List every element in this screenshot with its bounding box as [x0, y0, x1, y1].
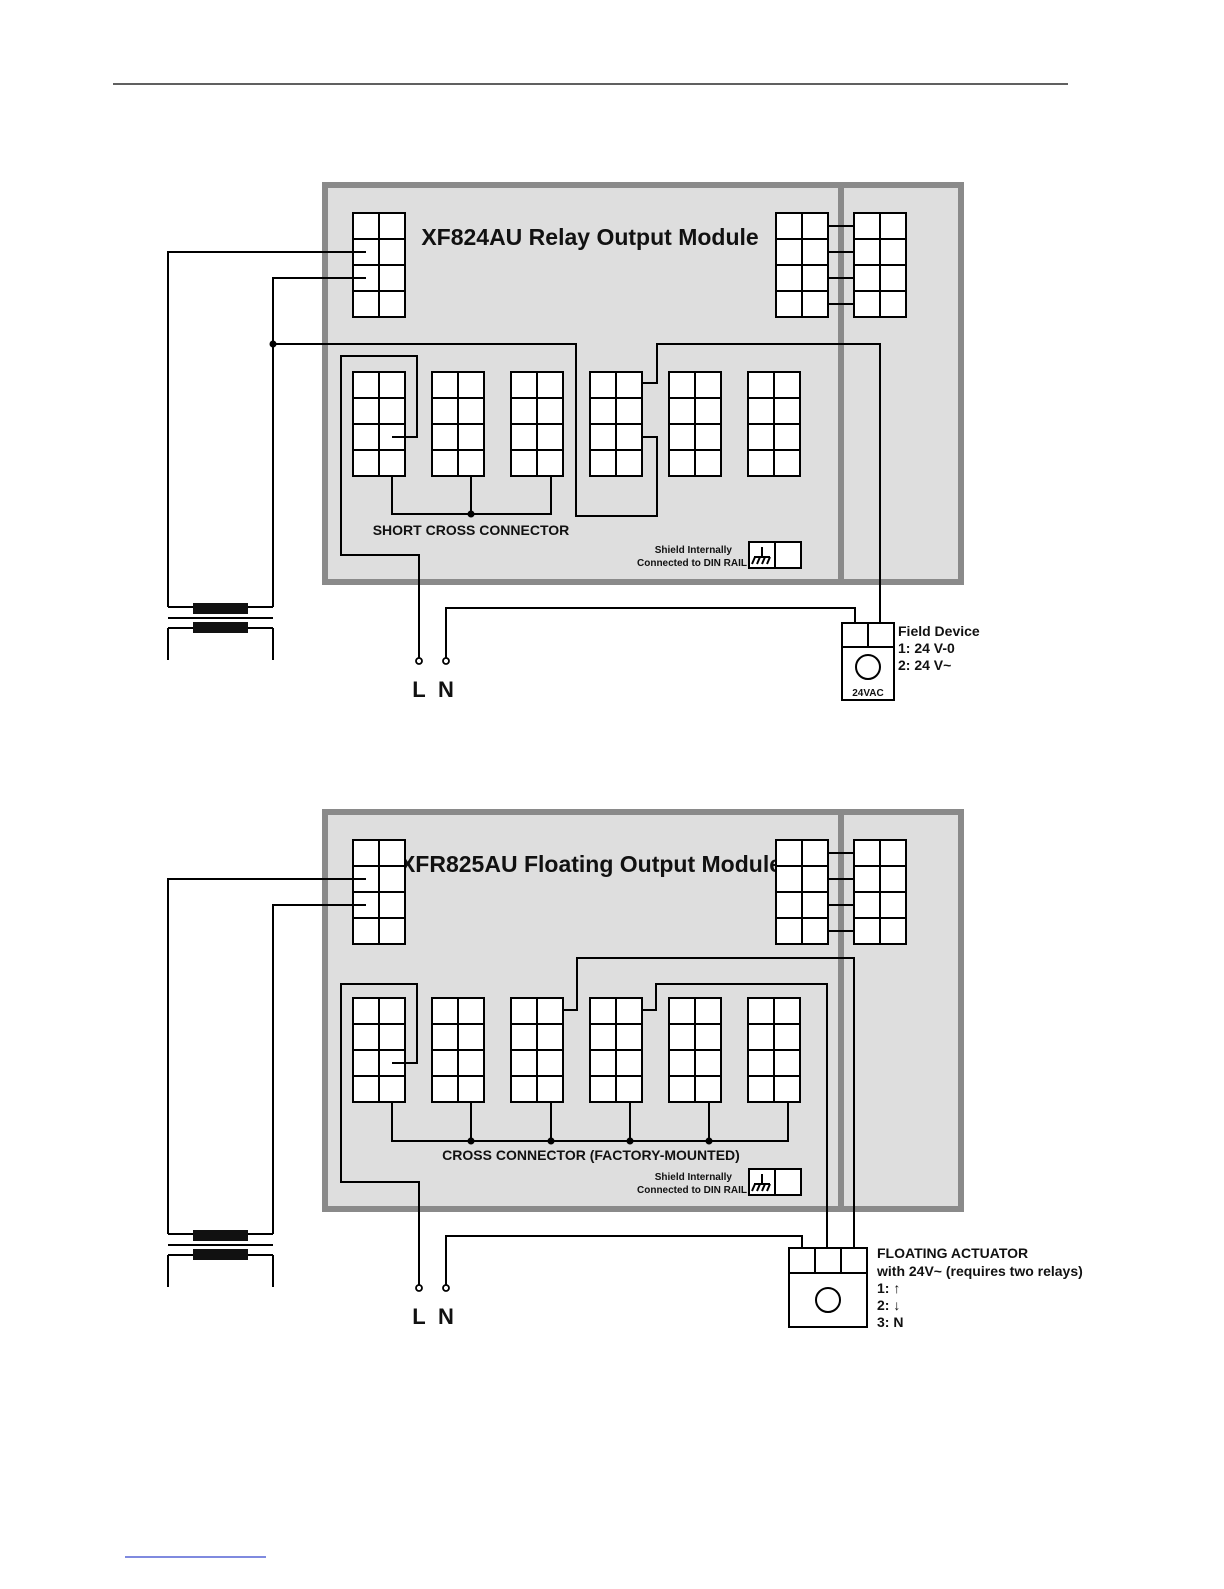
relay-terminal-block-6 — [747, 371, 801, 477]
field-device: 24VAC — [841, 622, 895, 701]
diagram-floating-output: XFR825AU Floating Output Module — [167, 809, 1083, 1330]
transformer-icon — [167, 603, 274, 660]
terminal-block-top-right-a — [775, 839, 829, 945]
terminal-l-label: L — [412, 677, 425, 702]
actuator-note: with 24V~ (requires two relays) — [876, 1263, 1083, 1279]
ground-icon — [751, 1174, 771, 1192]
actuator-wire-up — [563, 957, 855, 1248]
transformer-wire-1 — [167, 878, 366, 1234]
terminal-l-point — [415, 1284, 423, 1292]
junction-dot — [705, 1137, 713, 1145]
neutral-wire — [445, 607, 856, 660]
field-device-name: Field Device — [898, 623, 980, 639]
transformer-wire-2 — [272, 277, 366, 607]
relay-terminal-block-4 — [589, 997, 643, 1103]
terminal-l-label: L — [412, 1304, 425, 1329]
field-device-pin1: 1: 24 V-0 — [898, 640, 955, 656]
relay-terminal-block-5 — [668, 371, 722, 477]
terminal-n-label: N — [438, 677, 454, 702]
actuator-name: FLOATING ACTUATOR — [877, 1245, 1028, 1261]
short-cross-connector-label: SHORT CROSS CONNECTOR — [373, 522, 570, 538]
terminal-n-point — [442, 1284, 450, 1292]
relay-terminal-block-5 — [668, 997, 722, 1103]
actuator-pin3: 3: N — [877, 1314, 903, 1330]
line-wire — [340, 355, 420, 660]
module-title: XF824AU Relay Output Module — [421, 224, 758, 250]
terminal-block-top-left — [352, 839, 406, 945]
terminal-block-top-right-a — [775, 212, 829, 318]
terminal-block-top-right-b — [853, 212, 907, 318]
transformer-wire-1 — [167, 251, 366, 607]
terminal-block-top-left — [352, 212, 406, 318]
diagram-relay-output: XF824AU Relay Output Module — [167, 182, 980, 702]
line-wire — [340, 983, 420, 1287]
field-device-wire — [642, 343, 881, 623]
transformer-wire-2 — [272, 904, 366, 1234]
floating-actuator — [788, 1247, 868, 1328]
shield-label-line2: Connected to DIN RAIL — [637, 1185, 747, 1196]
ground-icon — [751, 547, 771, 565]
actuator-pin2: 2: ↓ — [877, 1297, 900, 1313]
junction-dot — [467, 1137, 475, 1145]
terminal-n-label: N — [438, 1304, 454, 1329]
transformer-icon — [167, 1230, 274, 1287]
actuator-indicator-icon — [815, 1287, 841, 1313]
actuator-pin1: 1: ↑ — [877, 1280, 900, 1296]
module-title: XFR825AU Floating Output Module — [400, 851, 782, 877]
bridge-wires — [828, 852, 854, 932]
relay-terminal-block-2 — [431, 371, 485, 477]
junction-dot — [467, 510, 475, 518]
shield-terminal-right — [774, 1168, 802, 1196]
cross-connector-label: CROSS CONNECTOR (FACTORY-MOUNTED) — [442, 1147, 740, 1163]
relay-terminal-block-3 — [510, 997, 564, 1103]
relay-terminal-block-6 — [747, 997, 801, 1103]
shield-label-line1: Shield Internally — [655, 1172, 733, 1183]
bridge-wires — [828, 225, 854, 305]
actuator-wire-down — [642, 983, 828, 1248]
relay-terminal-block-1 — [352, 371, 406, 477]
common-bus-wire — [273, 343, 658, 517]
terminal-block-top-right-b — [853, 839, 907, 945]
relay-terminal-block-3 — [510, 371, 564, 477]
shield-terminal-right — [774, 541, 802, 569]
device-indicator-icon — [855, 654, 881, 680]
junction-dot — [547, 1137, 555, 1145]
terminal-l-point — [415, 657, 423, 665]
field-device-type: 24VAC — [852, 688, 884, 699]
cross-connector-wire — [391, 1102, 789, 1142]
terminal-n-point — [442, 657, 450, 665]
field-device-pin2: 2: 24 V~ — [898, 657, 951, 673]
relay-terminal-block-2 — [431, 997, 485, 1103]
shield-label-line1: Shield Internally — [655, 545, 733, 556]
relay-terminal-block-4 — [589, 371, 643, 477]
neutral-wire — [445, 1235, 803, 1287]
relay-terminal-block-1 — [352, 997, 406, 1103]
junction-dot — [626, 1137, 634, 1145]
shield-label-line2: Connected to DIN RAIL — [637, 558, 747, 569]
